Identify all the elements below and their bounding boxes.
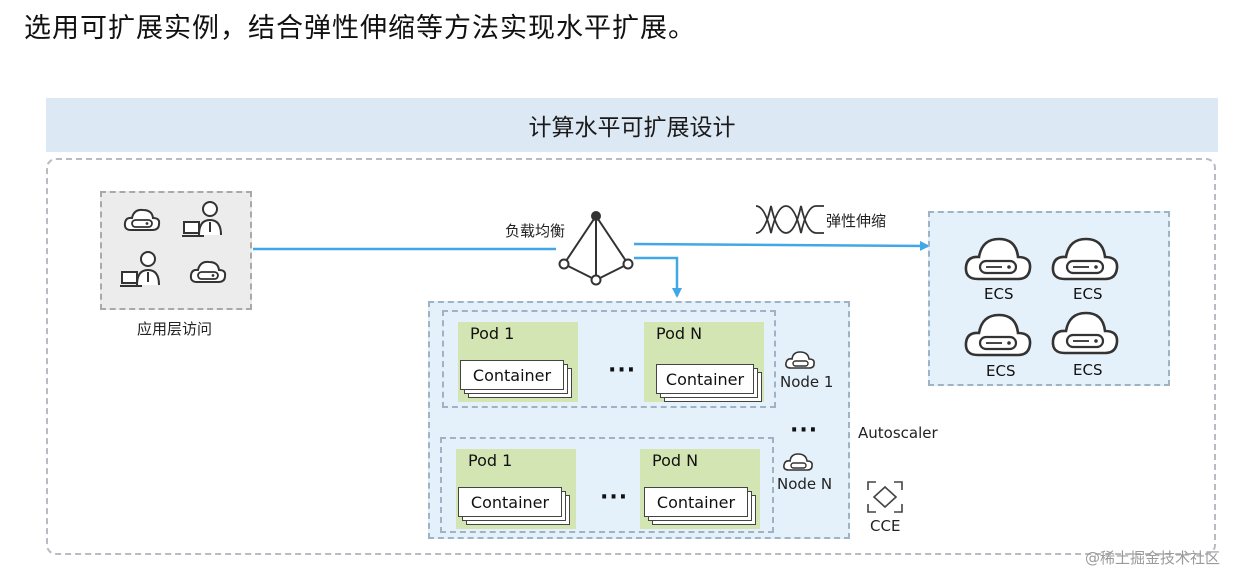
pod-label: Pod N	[652, 451, 699, 470]
diagram-title-banner: 计算水平可扩展设计	[46, 98, 1218, 152]
cloud-storage-icon	[123, 208, 161, 231]
nodes-ellipsis: ···	[790, 418, 819, 443]
container-box: Container	[644, 487, 748, 517]
pod-label: Pod 1	[470, 324, 515, 343]
node-cloud-icon	[785, 351, 815, 369]
autoscaler-label: Autoscaler	[858, 424, 938, 442]
ecs-cloud-icon	[1051, 311, 1119, 355]
container-box: Container	[460, 360, 564, 390]
load-balancer-label: 负载均衡	[505, 222, 566, 240]
diagram-title: 计算水平可扩展设计	[528, 115, 736, 141]
ecs-cloud-icon	[964, 313, 1032, 357]
pod-label: Pod 1	[468, 451, 513, 470]
client-access-label: 应用层访问	[137, 320, 213, 338]
node-1: Pod 1 Container ··· Pod N Container	[442, 310, 776, 408]
outer-dashed-frame	[46, 158, 1216, 555]
node-label: Node N	[777, 475, 833, 493]
pod-n: Pod N Container	[644, 322, 764, 402]
node-n: Pod 1 Container ··· Pod N Container	[440, 437, 774, 533]
pod-1: Pod 1 Container	[458, 322, 578, 402]
node-cloud-icon	[783, 453, 813, 471]
user-terminal-icon	[182, 201, 222, 237]
ecs-label: ECS	[1073, 361, 1103, 379]
pods-ellipsis: ···	[600, 485, 629, 510]
ecs-label: ECS	[984, 285, 1014, 303]
ecs-label: ECS	[1073, 285, 1103, 303]
page-heading: 选用可扩展实例，结合弹性伸缩等方法实现水平扩展。	[24, 13, 696, 44]
pod-label: Pod N	[656, 324, 703, 343]
user-terminal-icon	[120, 251, 160, 287]
ecs-cloud-icon	[964, 237, 1032, 281]
elastic-scaling-label: 弹性伸缩	[826, 212, 887, 230]
lb-to-ecs-arrow	[633, 240, 930, 251]
load-balancer-icon	[558, 211, 634, 286]
node-label: Node 1	[780, 373, 834, 391]
cloud-storage-icon	[189, 260, 227, 283]
ecs-group: ECS ECS ECS ECS	[928, 211, 1170, 386]
pod-n: Pod N Container	[640, 449, 760, 529]
lb-to-cluster-arrow	[634, 256, 682, 298]
ecs-cloud-icon	[1051, 237, 1119, 281]
cce-label: CCE	[870, 517, 901, 535]
watermark: @稀土掘金技术社区	[1084, 549, 1220, 567]
cce-icon	[867, 481, 903, 513]
elastic-scaling-wave-icon	[755, 205, 824, 234]
pods-ellipsis: ···	[608, 358, 637, 383]
container-box: Container	[458, 487, 562, 517]
ecs-label: ECS	[986, 362, 1016, 380]
client-access-group	[100, 191, 252, 310]
container-box: Container	[656, 364, 754, 394]
pod-1: Pod 1 Container	[456, 449, 576, 529]
